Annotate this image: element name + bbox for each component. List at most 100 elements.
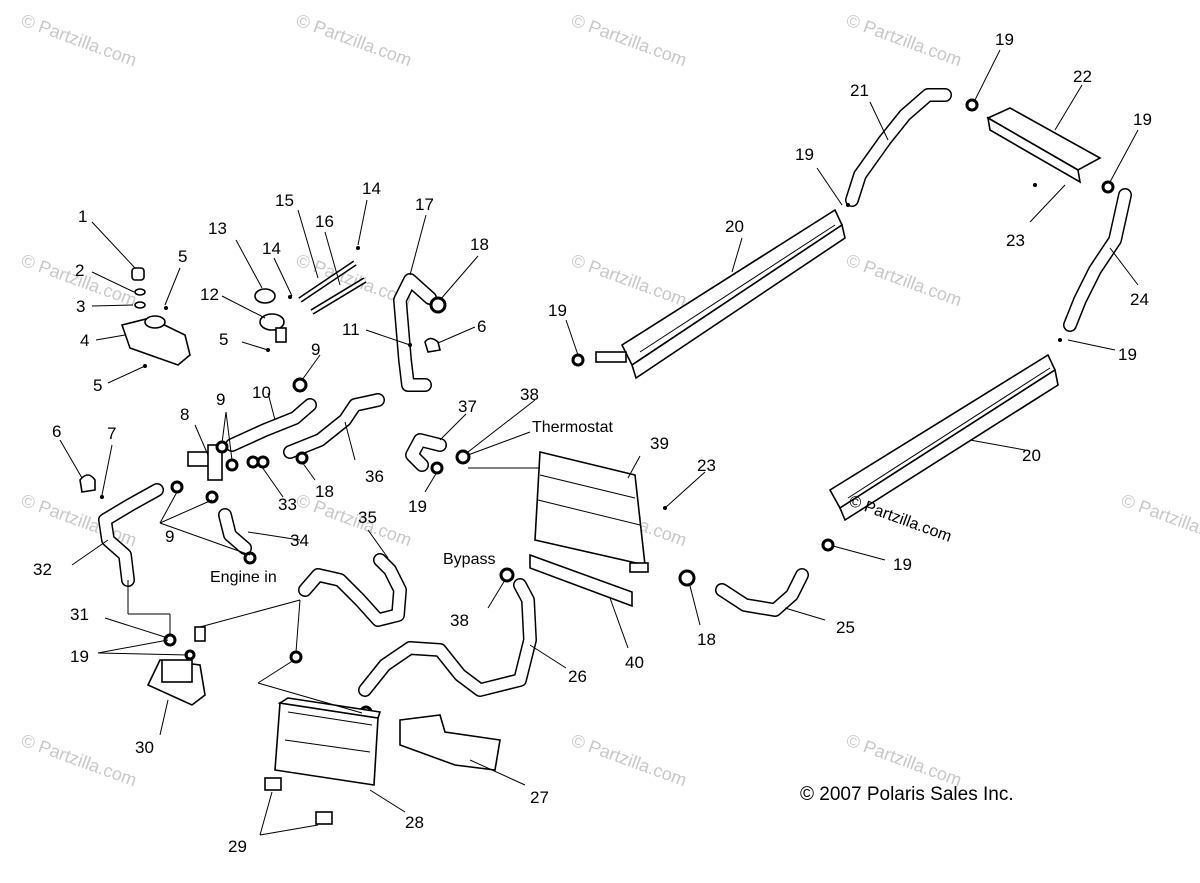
callout-label: 5 [93, 376, 102, 395]
callout-label: 29 [228, 837, 247, 856]
callout-labels: 1 2 3 4 5 5 5 6 6 7 8 9 9 9 10 11 12 13 … [33, 30, 1152, 856]
callout-label: 19 [1133, 110, 1152, 129]
watermark: © Partzilla.com [844, 730, 965, 790]
callout-label: 19 [893, 555, 912, 574]
callout-label: 32 [33, 560, 52, 579]
callout-label: 28 [405, 813, 424, 832]
mount-30 [146, 659, 206, 706]
callout-label: 14 [362, 179, 381, 198]
callout-label: 8 [180, 405, 189, 424]
callout-label: 19 [1118, 345, 1137, 364]
watermark: © Partzilla.com [847, 493, 954, 546]
callout-label: 10 [252, 383, 271, 402]
callout-label: 31 [70, 605, 89, 624]
small-screws [100, 183, 1062, 510]
callout-label: 36 [365, 467, 384, 486]
callout-label: 37 [458, 397, 477, 416]
bracket-40 [529, 553, 633, 608]
callout-label: 9 [311, 340, 320, 359]
radiator-top [986, 107, 1102, 184]
callout-label: 18 [697, 630, 716, 649]
bypass-label: Bypass [443, 551, 495, 568]
leader-lines [59, 49, 1139, 836]
callout-label: 20 [725, 217, 744, 236]
watermark: © Partzilla.com [844, 10, 965, 70]
callout-label: 20 [1022, 446, 1041, 465]
callout-label: 18 [315, 482, 334, 501]
callout-label: 18 [470, 235, 489, 254]
callout-label: 23 [1006, 231, 1025, 250]
seal-3 [134, 301, 146, 309]
copyright-notice: © 2007 Polaris Sales Inc. [800, 784, 1014, 805]
watermark: © Partzilla.com [1119, 490, 1200, 550]
coolant-tube-lower [828, 353, 1059, 522]
callout-label: 39 [650, 434, 669, 453]
callout-label: 17 [415, 195, 434, 214]
callout-label: 19 [548, 301, 567, 320]
callout-label: 22 [1073, 67, 1092, 86]
callout-label: 30 [135, 738, 154, 757]
clip-29 [264, 777, 282, 791]
callout-label: 11 [342, 320, 360, 339]
cap-13 [254, 288, 276, 304]
callout-label: 5 [219, 330, 228, 349]
callout-label: 14 [262, 239, 281, 258]
callout-label: 15 [275, 191, 294, 210]
callout-label: 19 [70, 647, 89, 666]
callout-label: 34 [290, 531, 309, 550]
bolt-31 [194, 626, 206, 642]
callout-label: 12 [200, 285, 219, 304]
callout-label: 9 [216, 390, 225, 409]
clip-29 [315, 811, 333, 825]
callout-label: 40 [625, 653, 644, 672]
engine-in-label: Engine in [210, 569, 277, 586]
hose-26 [358, 578, 537, 697]
callout-label: 38 [450, 611, 469, 630]
oil-cooler [274, 697, 382, 786]
callout-label: 13 [208, 219, 227, 238]
watermark: © Partzilla.com [569, 730, 690, 790]
callout-label: 19 [995, 30, 1014, 49]
callout-label: 2 [75, 261, 84, 280]
watermark: © Partzilla.com [19, 730, 140, 790]
cap-1 [131, 267, 145, 281]
watermark: © Partzilla.com [844, 250, 965, 310]
coolant-tube-upper [595, 208, 846, 380]
gasket-2 [134, 288, 146, 296]
callout-label: 9 [165, 527, 174, 546]
hose-21 [845, 88, 952, 207]
callout-label: 16 [315, 212, 334, 231]
clip-6 [79, 337, 441, 493]
callout-label: 19 [795, 145, 814, 164]
callout-label: 6 [52, 422, 61, 441]
callout-label: 21 [850, 81, 869, 100]
coolant-reservoir [120, 315, 191, 366]
bracket-27 [399, 714, 501, 771]
watermark: © Partzilla.com [569, 10, 690, 70]
callout-label: 1 [78, 207, 87, 226]
callout-label: 7 [107, 424, 116, 443]
watermark: © Partzilla.com [19, 490, 140, 550]
callout-label: 27 [530, 788, 549, 807]
watermark: © Partzilla.com [569, 250, 690, 310]
callout-label: 26 [568, 667, 587, 686]
tee-fitting-8 [187, 444, 223, 481]
callout-label: 35 [358, 508, 377, 527]
callout-label: 23 [697, 456, 716, 475]
thermostat-housing [534, 450, 649, 573]
callout-label: 19 [408, 497, 427, 516]
filler-neck-12 [259, 313, 287, 343]
watermark: © Partzilla.com [294, 10, 415, 70]
callout-label: 4 [80, 331, 89, 350]
thermostat-label: Thermostat [532, 419, 613, 436]
callout-label: 5 [178, 247, 187, 266]
callout-label: 6 [477, 317, 486, 336]
callout-label: 24 [1130, 290, 1149, 309]
callout-label: 38 [520, 385, 539, 404]
watermark: © Partzilla.com [294, 490, 415, 550]
watermark: © Partzilla.com [19, 10, 140, 70]
callout-label: 3 [76, 297, 85, 316]
callout-label: 25 [836, 618, 855, 637]
